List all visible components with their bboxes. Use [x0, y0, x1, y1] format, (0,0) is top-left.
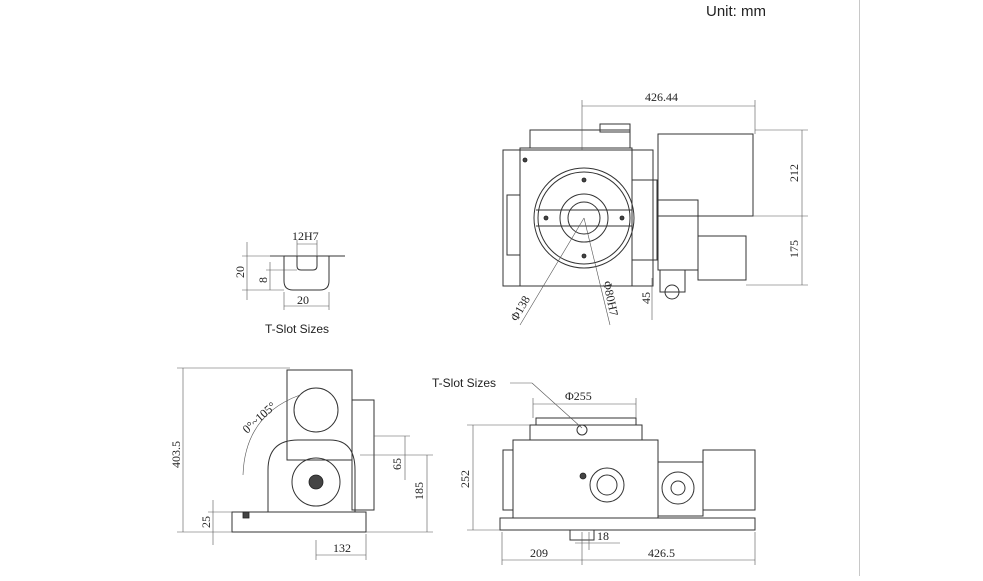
side-base-thick-label: 25 — [199, 516, 213, 528]
side-tilt-arc — [242, 394, 301, 476]
front-base — [499, 517, 756, 531]
tslot-width-label: 12H7 — [292, 229, 319, 243]
front-right-width-label: 426.5 — [648, 546, 675, 560]
top-upper-height-label: 212 — [787, 164, 801, 182]
rotary-table-outer — [533, 167, 635, 269]
top-dia-bore-label: Φ80H7 — [600, 280, 621, 318]
tslot-caption: T-Slot Sizes — [265, 322, 329, 336]
unit-label: Unit: mm — [706, 3, 766, 20]
front-tslot-mark — [576, 424, 588, 436]
side-tilt-label: 0°~105° — [240, 399, 279, 436]
top-handwheel — [659, 269, 686, 293]
front-callout-label: T-Slot Sizes — [432, 376, 496, 390]
top-upper-block — [529, 129, 631, 149]
front-handwheel — [661, 471, 695, 505]
tslot-bottom-label: 20 — [297, 293, 309, 307]
top-offset-label: 45 — [639, 292, 653, 304]
tslot-depth-label: 8 — [256, 277, 270, 283]
front-table-dia-label: Φ255 — [565, 389, 592, 403]
front-view: T-Slot Sizes Φ255 252 18 209 426.5 — [432, 376, 756, 565]
tslot-detail: 12H7 20 8 20 T-Slot Sizes — [233, 229, 345, 336]
top-dia-bore-leader — [583, 217, 611, 326]
tslot-height-label: 20 — [233, 266, 247, 278]
top-view: 426.44 212 175 45 Φ138 Φ80H7 — [502, 90, 808, 326]
sheet-border — [859, 0, 860, 576]
side-offset-label: 65 — [390, 458, 404, 470]
side-base-plate — [231, 511, 367, 533]
side-tilt-table — [286, 369, 353, 461]
top-motor-housing — [657, 133, 754, 217]
top-width-label: 426.44 — [645, 90, 678, 104]
rotary-table-bore — [559, 193, 609, 243]
side-total-height-label: 403.5 — [169, 441, 183, 468]
side-view: 0°~105° 403.5 185 65 25 132 — [169, 367, 433, 560]
top-lower-height-label: 175 — [787, 240, 801, 258]
side-trunnion — [291, 457, 341, 507]
side-body — [267, 439, 356, 512]
tslot-profile — [283, 255, 330, 291]
front-body — [512, 439, 659, 519]
front-slot-label: 18 — [597, 529, 609, 543]
top-dia-outer-leader — [519, 217, 585, 326]
side-center-height-label: 185 — [412, 482, 426, 500]
side-depth-label: 132 — [333, 541, 351, 555]
front-motor — [702, 449, 756, 511]
front-height-label: 252 — [458, 470, 472, 488]
front-left-width-label: 209 — [530, 546, 548, 560]
top-dia-outer-label: Φ138 — [507, 293, 533, 323]
front-spindle — [589, 467, 625, 503]
